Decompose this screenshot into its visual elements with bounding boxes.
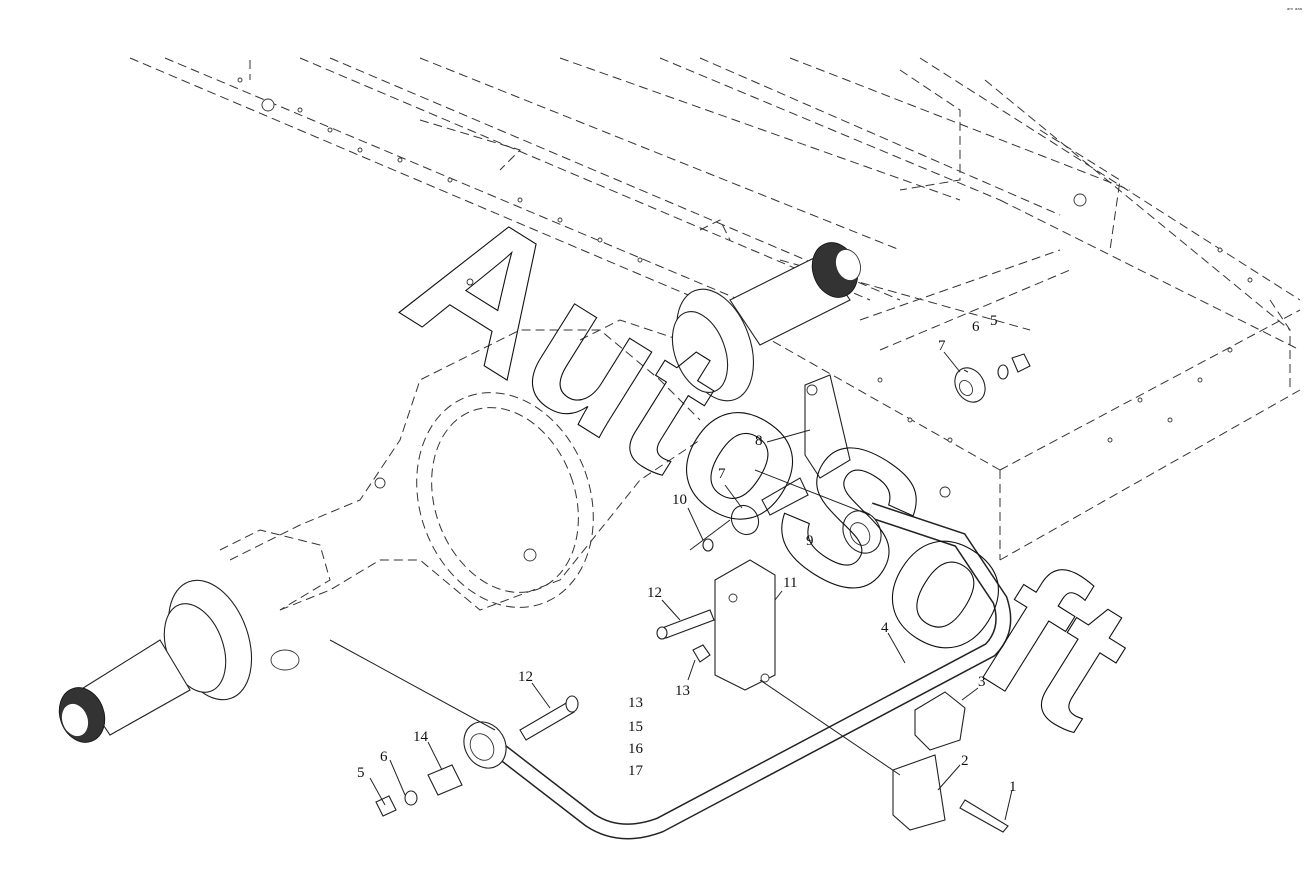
callout-4: 4 (881, 620, 889, 636)
watermark: AutoSoft (373, 165, 1165, 770)
small-parts (375, 353, 1031, 833)
callout-11: 11 (783, 575, 797, 591)
callout-13-lower: 13 (628, 695, 643, 711)
callout-1: 1 (1009, 779, 1017, 795)
corner-mark: ᵃᵐ ᵃᵃᵃ (1287, 7, 1302, 14)
callout-labels: 1 2 3 4 5 6 7 5 6 7 8 9 10 11 12 13 12 1… (357, 313, 1017, 795)
callout-2: 2 (961, 753, 969, 769)
callout-14: 14 (413, 729, 429, 745)
callout-7-mid: 7 (718, 466, 726, 482)
axle-housing (219, 278, 701, 611)
callout-12-right: 12 (647, 585, 662, 601)
callout-6-lower: 6 (380, 749, 388, 765)
callout-8: 8 (755, 433, 763, 449)
callout-9: 9 (806, 533, 814, 549)
callout-13-right: 13 (675, 683, 690, 699)
leader-lines (329, 351, 1013, 821)
callout-5-lower: 5 (357, 765, 365, 781)
callout-5-upper: 5 (990, 313, 998, 329)
callout-12-lower: 12 (518, 669, 533, 685)
left-hub (58, 579, 300, 743)
callout-10: 10 (672, 492, 687, 508)
callout-17: 17 (628, 763, 644, 779)
callout-6-upper: 6 (972, 319, 980, 335)
callout-15: 15 (628, 719, 643, 735)
callout-7-upper: 7 (938, 338, 946, 354)
frame-rails (129, 57, 1301, 561)
callout-16: 16 (628, 741, 644, 757)
right-hub (671, 242, 861, 402)
callout-3: 3 (978, 674, 986, 690)
stabilizer-bar (463, 502, 1012, 840)
